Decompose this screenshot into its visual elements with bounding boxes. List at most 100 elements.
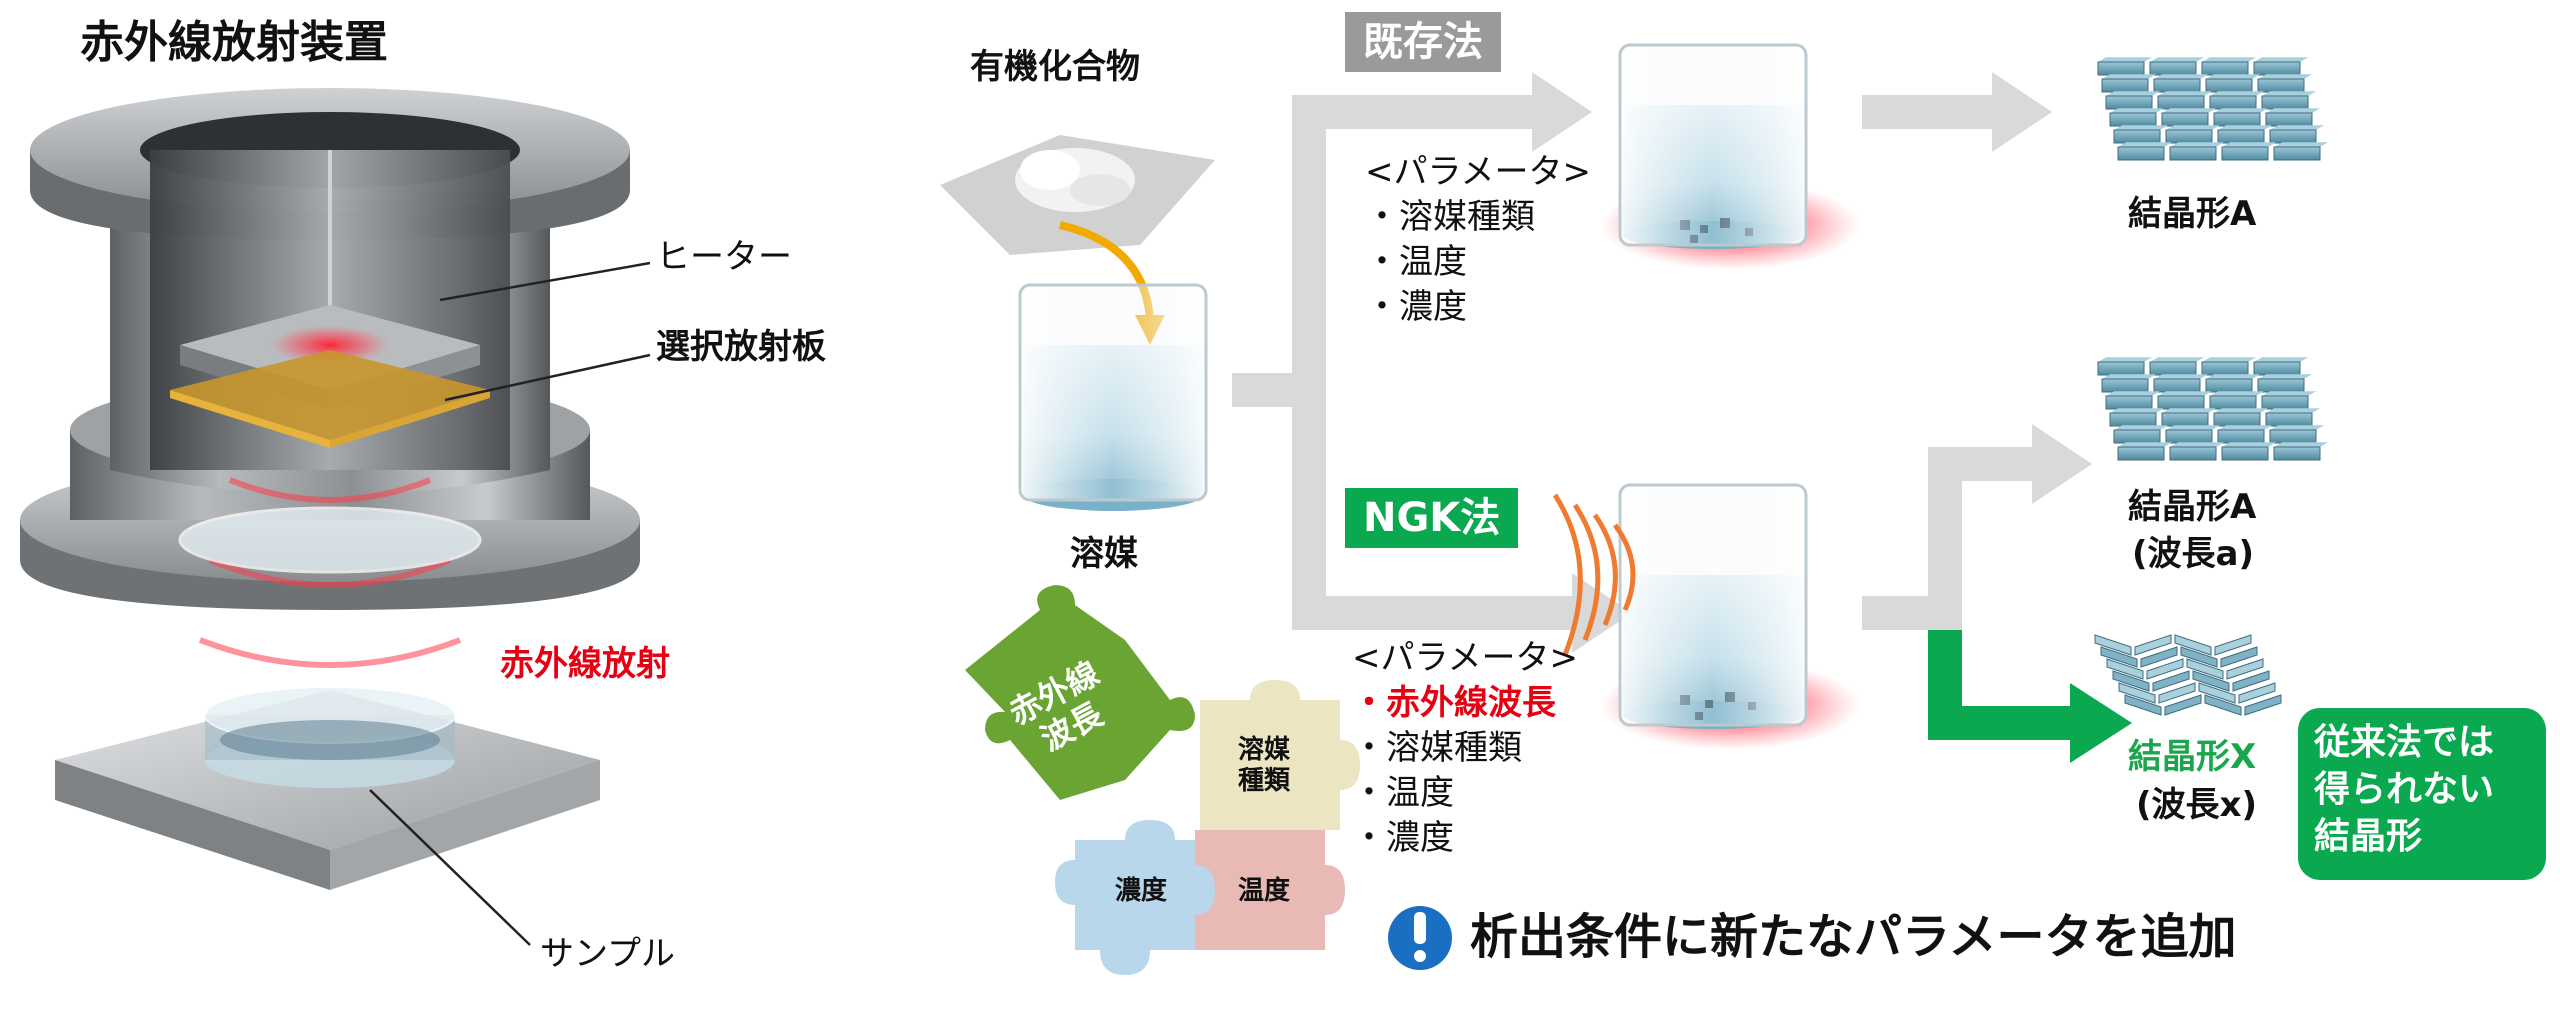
crystal-brick-top <box>2274 142 2328 147</box>
compound-label: 有機化合物 <box>970 47 1140 87</box>
crystal-brick-top <box>2154 374 2208 379</box>
emission-label: 赤外線放射 <box>500 644 670 684</box>
crystal-plate <box>2106 658 2144 680</box>
crystal-brick <box>2105 395 2153 410</box>
crystal-plate <box>2214 634 2252 656</box>
plate-label: 選択放射板 <box>656 327 826 367</box>
crystal-brick <box>2161 112 2209 127</box>
puzzle-blue-label: 濃度 <box>1115 876 1168 906</box>
crystal-brick <box>2097 361 2145 376</box>
crystal-brick-top <box>2218 125 2272 130</box>
crystal-plate <box>2100 646 2138 668</box>
crystal-plate <box>2226 658 2264 680</box>
crystal-brick <box>2165 129 2213 144</box>
crystal-brick-top <box>2206 374 2260 379</box>
crystal-brick-top <box>2162 408 2216 413</box>
crystal-brick <box>2117 446 2165 461</box>
existing-params: <パラメータ> ・溶媒種類 ・温度 ・濃度 <box>1365 150 1591 330</box>
result-x-line2: (波長x) <box>2136 785 2258 825</box>
crystal-plate <box>2238 682 2276 704</box>
puzzle-text: 溶媒 <box>1238 735 1291 765</box>
crystal-brick-top <box>2222 142 2276 147</box>
callout-line: 得られない <box>2314 768 2495 810</box>
puzzle-pink <box>1195 830 1345 950</box>
puzzle-pink-label: 温度 <box>1238 876 1291 906</box>
crystal-plate <box>2152 670 2190 692</box>
message-text: 析出条件に新たなパラメータを追加 <box>1470 909 2237 965</box>
result-existing: 結晶形A <box>2128 194 2257 234</box>
crystal-brick <box>2109 412 2157 427</box>
sample-leader <box>369 789 531 946</box>
flow-arrows <box>1232 72 2092 653</box>
beaker-solvent <box>1018 283 1208 511</box>
crystal-brick-top <box>2114 425 2168 430</box>
crystal-brick <box>2101 378 2149 393</box>
crystal-brick-top <box>2162 108 2216 113</box>
callout-line: 結晶形 <box>2314 815 2423 857</box>
params-title: <パラメータ> <box>1365 152 1591 192</box>
crystal-brick <box>2261 95 2309 110</box>
crystal-brick-top <box>2102 74 2156 79</box>
crystal-brick-top <box>2118 142 2172 147</box>
crystal-brick-top <box>2170 142 2224 147</box>
crystal-brick-top <box>2098 57 2152 62</box>
beaker-ngk <box>1552 483 1860 750</box>
crystal-brick-top <box>2106 91 2160 96</box>
crystal-plate <box>2118 682 2156 704</box>
crystal-brick <box>2269 129 2317 144</box>
crystal-brick-top <box>2166 125 2220 130</box>
crystal-brick-top <box>2202 57 2256 62</box>
callout-box: 従来法では 得られない 結晶形 <box>2298 708 2546 880</box>
plate-leader <box>444 353 651 402</box>
crystal-brick <box>2257 78 2305 93</box>
sample-label: サンプル <box>540 934 675 974</box>
crystal-brick-top <box>2170 442 2224 447</box>
crystal-brick-top <box>2166 425 2220 430</box>
crystal-brick-top <box>2266 408 2320 413</box>
crystal-plate <box>2204 694 2242 716</box>
crystal-brick <box>2097 61 2145 76</box>
crystal-brick <box>2221 446 2269 461</box>
crystal-brick-top <box>2150 357 2204 362</box>
crystal-brick-top <box>2110 408 2164 413</box>
crystal-brick <box>2149 61 2197 76</box>
param-item: ・溶媒種類 <box>1365 196 1535 237</box>
crystal-brick <box>2217 129 2265 144</box>
crystal-brick <box>2165 429 2213 444</box>
crystal-brick-top <box>2210 91 2264 96</box>
crystal-brick <box>2157 395 2205 410</box>
crystal-brick <box>2101 78 2149 93</box>
param-item: ・濃度 <box>1365 286 1467 327</box>
param-item: ・溶媒種類 <box>1352 727 1522 768</box>
param-item: ・温度 <box>1352 772 1454 813</box>
crystal-brick-top <box>2262 391 2316 396</box>
crystal-brick <box>2153 378 2201 393</box>
crystal-brick-top <box>2158 391 2212 396</box>
crystal-plate <box>2186 658 2224 680</box>
page-title: 赤外線放射装置 <box>80 17 388 68</box>
crystal-brick-top <box>2150 57 2204 62</box>
puzzle-blue <box>1055 820 1215 975</box>
crystal-brick <box>2117 146 2165 161</box>
crystal-brick <box>2113 129 2161 144</box>
solvent-label: 溶媒 <box>1070 534 1138 574</box>
crystal-brick <box>2109 112 2157 127</box>
existing-method-tag: 既存法 <box>1345 12 1501 72</box>
ngk-method-tag: NGK法 <box>1345 488 1519 548</box>
crystal-brick <box>2205 378 2253 393</box>
crystal-brick-top <box>2274 442 2328 447</box>
crystal-stack-a-bottom <box>2097 357 2328 461</box>
crystal-brick-top <box>2154 74 2208 79</box>
crystal-plate <box>2164 694 2202 716</box>
crystal-brick <box>2213 412 2261 427</box>
crystal-plate <box>2192 670 2230 692</box>
crystal-brick-top <box>2258 374 2312 379</box>
crystal-brick <box>2213 112 2261 127</box>
result-x-line1: 結晶形X <box>2128 737 2257 777</box>
crystal-brick <box>2253 361 2301 376</box>
compound-powder <box>940 135 1215 255</box>
crystal-brick <box>2169 446 2217 461</box>
crystal-brick-top <box>2254 57 2308 62</box>
crystal-brick <box>2253 61 2301 76</box>
